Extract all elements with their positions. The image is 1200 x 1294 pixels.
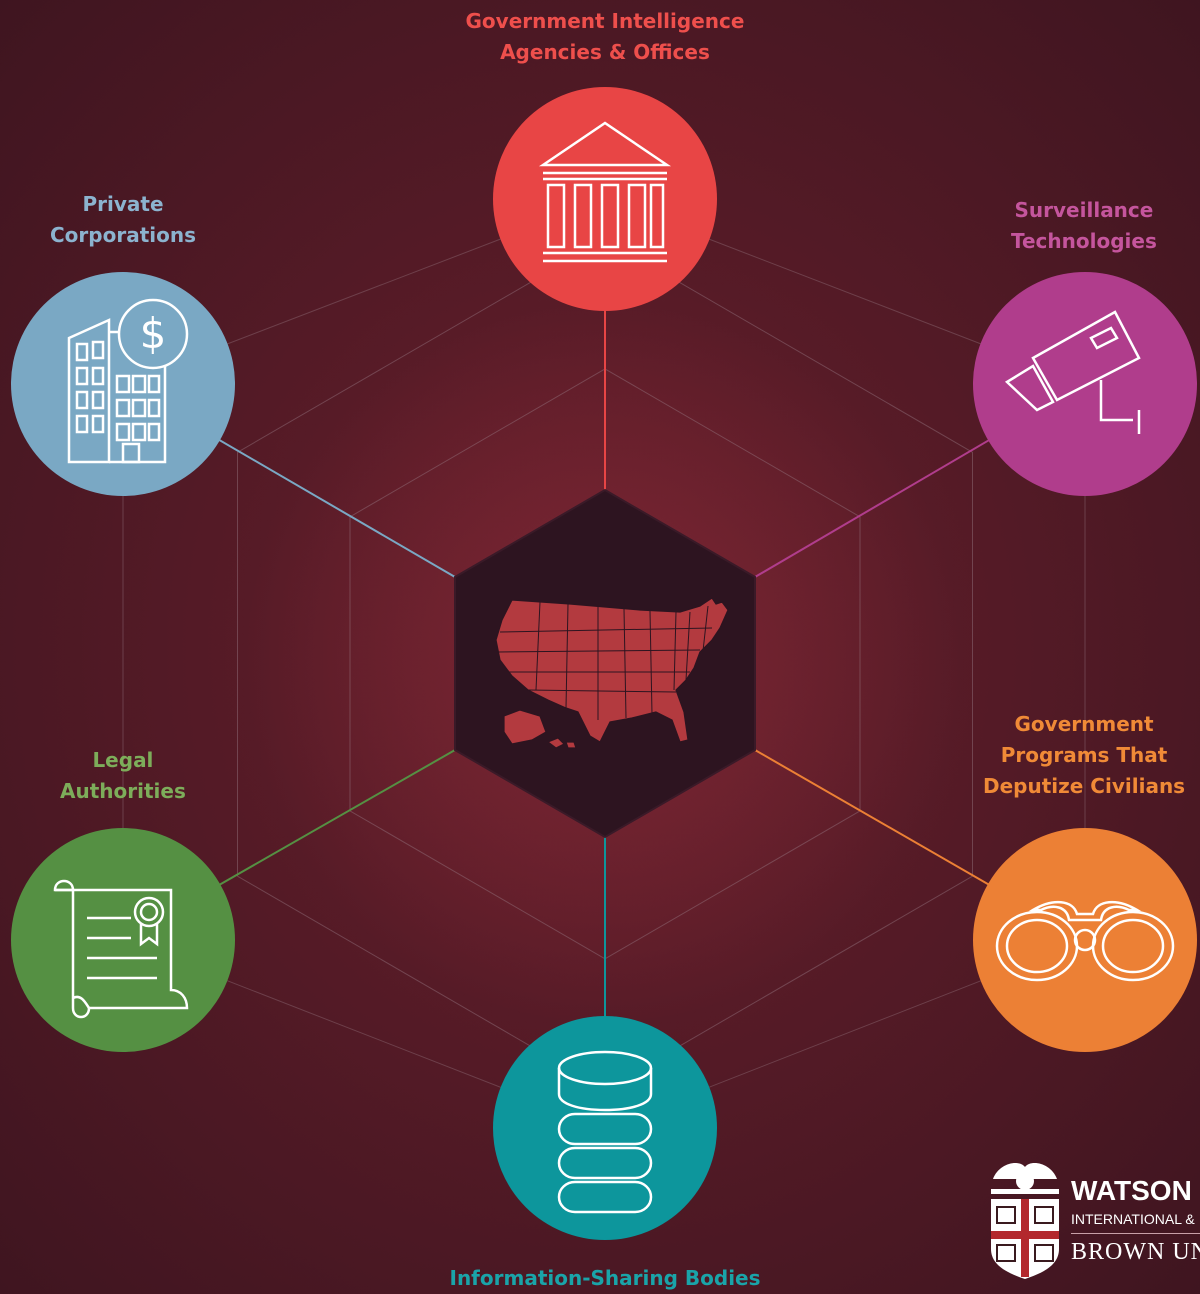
logo-divider (1071, 1233, 1200, 1234)
label-line: Information-Sharing Bodies (449, 1266, 761, 1290)
surveillance-technologies-node[interactable] (973, 272, 1197, 496)
web-ring-line (604, 368, 861, 518)
information-sharing-node[interactable] (493, 1016, 717, 1240)
svg-text:$: $ (140, 309, 167, 358)
legal-authorities-node[interactable] (11, 828, 235, 1052)
brown-university-shield-icon (991, 1163, 1059, 1279)
logo-title: WATSON I (1071, 1175, 1200, 1206)
government-building-icon (538, 121, 672, 263)
database-icon (557, 1050, 653, 1214)
label-line: Agencies & Offices (500, 40, 710, 64)
logo-subtitle: INTERNATIONAL & (1071, 1211, 1195, 1227)
corporate-building-icon: $ (67, 298, 189, 464)
web-ring-line (349, 368, 606, 518)
label-line: Programs That (1000, 743, 1168, 767)
label-line: Surveillance (1014, 198, 1154, 222)
label-line: Deputize Civilians (983, 774, 1186, 798)
label-line: Government (1014, 712, 1154, 736)
web-ring-line (604, 810, 861, 960)
us-map-icon (495, 597, 729, 749)
deputize-civilians-node[interactable] (973, 828, 1197, 1052)
label-line: Corporations (50, 223, 196, 247)
label-line: Technologies (1011, 229, 1157, 253)
binoculars-icon (995, 901, 1175, 982)
label-line: Legal (92, 748, 154, 772)
private-corporations-node[interactable]: $ (11, 272, 235, 496)
watson-institute-logo: WATSON I INTERNATIONAL & BROWN UN (985, 1155, 1200, 1280)
label-line: Government Intelligence (465, 9, 745, 33)
label-line: Authorities (60, 779, 186, 803)
government-intelligence-node[interactable] (493, 87, 717, 311)
logo-university: BROWN UN (1071, 1239, 1200, 1265)
information-sharing-label: Information-Sharing Bodies (450, 1263, 761, 1294)
web-ring-line (349, 810, 606, 960)
label-line: Private (82, 192, 164, 216)
security-camera-icon (1004, 310, 1141, 434)
legal-scroll-icon (53, 879, 189, 1019)
